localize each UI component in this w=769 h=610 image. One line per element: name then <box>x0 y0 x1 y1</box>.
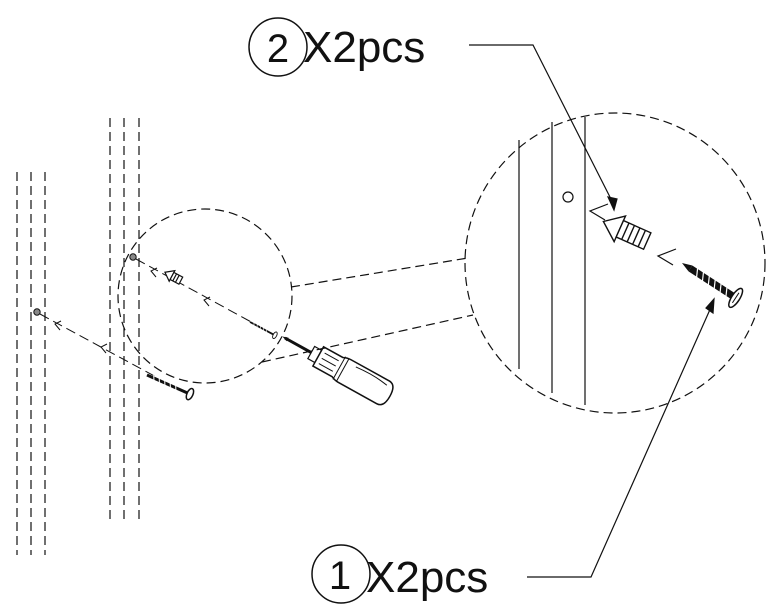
screw-icon <box>247 317 280 341</box>
insertion-path-lower <box>39 313 159 379</box>
wall-edge-detail <box>518 117 586 405</box>
direction-chevron <box>588 203 677 266</box>
wall-anchor-icon <box>602 215 652 251</box>
wall-edge-left <box>16 172 46 555</box>
callout-number-circle <box>311 544 371 604</box>
callout-number: 2 <box>267 27 289 71</box>
callout-screw: 1 X2pcs <box>311 544 488 604</box>
callout-number-circle <box>248 17 308 77</box>
mounting-hole-detail <box>562 191 574 203</box>
zoom-connector <box>261 257 474 363</box>
leader-line-screw <box>527 297 715 578</box>
screw-icon <box>143 368 197 403</box>
mounting-hole-upper <box>129 253 137 261</box>
callout-anchor: 2 X2pcs <box>248 17 425 77</box>
leader-line-anchor <box>469 44 618 212</box>
detail-circle-small <box>117 208 293 384</box>
screwdriver-icon <box>282 336 394 406</box>
insertion-path-upper <box>135 258 265 330</box>
callout-number: 1 <box>329 554 351 598</box>
wall-edge-right <box>109 118 140 523</box>
detail-circle-large <box>464 112 766 414</box>
wall-anchor-icon <box>164 269 184 286</box>
callout-quantity: X2pcs <box>366 553 488 602</box>
mounting-hole-lower <box>33 308 41 316</box>
screw-icon <box>682 263 744 309</box>
callout-quantity: X2pcs <box>303 23 425 72</box>
